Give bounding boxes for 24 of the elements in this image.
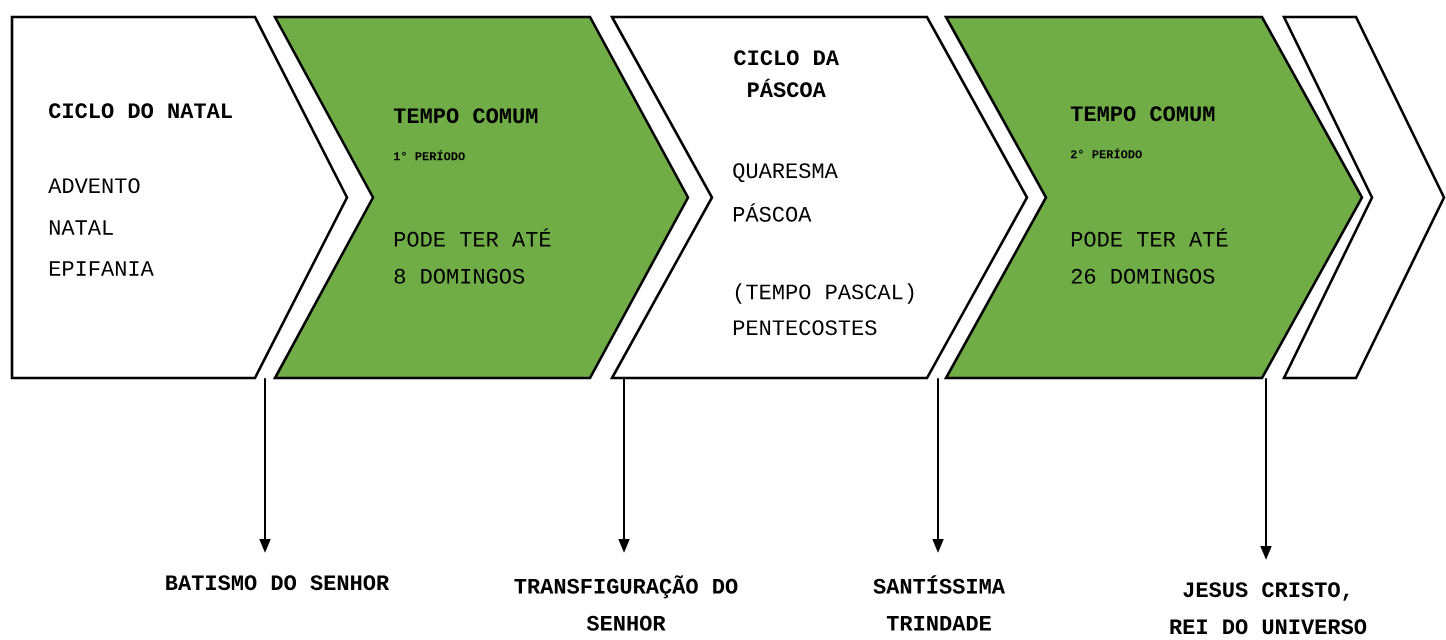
caption-text: SANTÍSSIMA TRINDADE [873, 575, 1005, 631]
subheading: 1° PERÍODO [394, 150, 465, 161]
heading: CICLO DA PÁSCOA [734, 50, 839, 98]
body-text: QUARESMA [733, 163, 838, 183]
subheading: 2° PERÍODO [1070, 148, 1142, 159]
body-text: PÁSCOA [733, 203, 812, 222]
body-text: PODE TER ATÉ 8 DOMINGOS [394, 228, 551, 284]
heading: TEMPO COMUM [393, 108, 538, 124]
chevron-shape [609, 15, 1029, 380]
body-text: NATAL [49, 220, 113, 235]
caption-text: TRANSFIGURAÇÃO DO SENHOR [514, 575, 738, 631]
caption-text: BATISMO DO SENHOR [166, 575, 390, 591]
chevron-shape [943, 15, 1364, 380]
heading: CICLO DO NATAL [49, 103, 232, 119]
chevron-shape [10, 15, 349, 380]
body-text: (TEMPO PASCAL) [735, 283, 914, 304]
chevron-shape [272, 15, 690, 380]
body-text: EPIFANIA [49, 261, 154, 276]
body-text: PENTECOSTES [733, 320, 877, 336]
body-text: PODE TER ATÉ 26 DOMINGOS [1071, 228, 1228, 284]
heading: TEMPO COMUM [1070, 106, 1215, 122]
chevron-shape [1281, 15, 1446, 380]
body-text: ADVENTO [48, 178, 140, 194]
caption-text: JESUS CRISTO, REI DO UNIVERSO [1170, 582, 1367, 635]
